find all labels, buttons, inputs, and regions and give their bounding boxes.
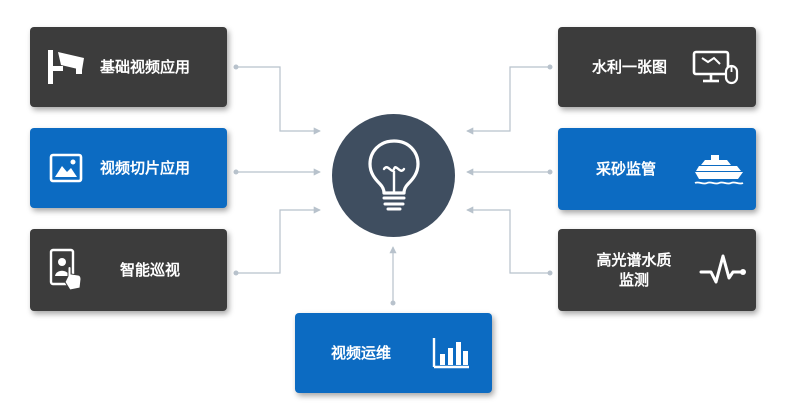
connector-water-map	[466, 66, 550, 135]
node-sand-mining[interactable]: 采砂监管	[558, 128, 756, 210]
node-hyperspectral[interactable]: 高光谱水质 监测	[558, 229, 756, 311]
monitor-mouse-icon	[691, 48, 741, 86]
node-hyperspectral-label-line1: 高光谱水质	[596, 251, 672, 269]
node-hyperspectral-label-line2: 监测	[618, 271, 649, 289]
pulse-wave-icon	[698, 252, 748, 288]
image-frame-icon	[46, 153, 86, 183]
connector-hyperspectral	[466, 206, 550, 274]
node-video-slice-label: 视频切片应用	[100, 159, 191, 177]
node-basic-video-label: 基础视频应用	[100, 58, 191, 76]
node-basic-video[interactable]: 基础视频应用	[30, 27, 227, 107]
node-smart-patrol[interactable]: 智能巡视	[30, 229, 227, 311]
cctv-camera-icon	[46, 48, 86, 86]
node-water-map-label: 水利一张图	[592, 58, 668, 76]
node-sand-mining-label: 采砂监管	[596, 160, 657, 178]
lightbulb-icon	[367, 138, 420, 210]
connector-basic-video	[236, 66, 321, 135]
node-water-map[interactable]: 水利一张图	[558, 27, 756, 107]
connector-smart-patrol	[236, 206, 321, 274]
center-hub	[332, 114, 455, 237]
bar-chart-icon	[429, 336, 473, 370]
cruise-ship-icon	[692, 152, 746, 186]
node-video-ops[interactable]: 视频运维	[295, 313, 492, 393]
node-hyperspectral-label: 高光谱水质 监测	[590, 250, 678, 290]
node-video-slice[interactable]: 视频切片应用	[30, 128, 227, 208]
tablet-touch-icon	[46, 248, 86, 292]
node-smart-patrol-label: 智能巡视	[120, 261, 181, 279]
node-video-ops-label: 视频运维	[331, 344, 392, 362]
